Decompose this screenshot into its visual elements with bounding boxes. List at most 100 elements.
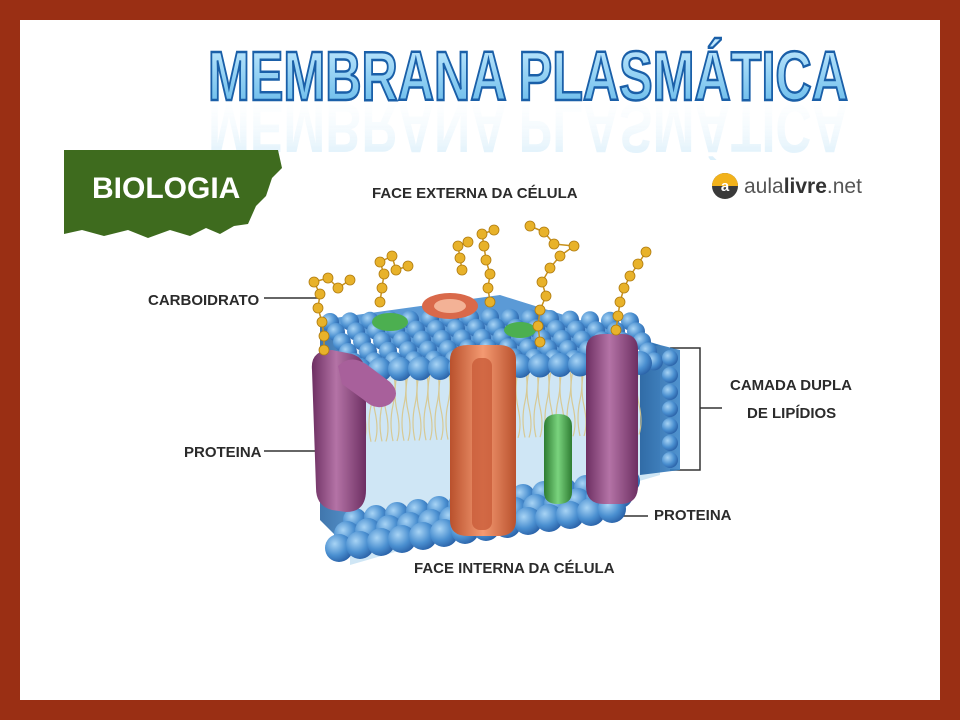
carbohydrate-bead	[454, 252, 466, 264]
lipid-tail	[581, 369, 587, 437]
carbohydrate-bead	[544, 262, 556, 274]
carbohydrate-bead	[462, 236, 474, 248]
carbohydrate-bead	[484, 296, 496, 308]
lipid-tail	[445, 367, 451, 440]
label-bilayer-line2: DE LIPÍDIOS	[747, 405, 836, 422]
carbohydrate-bead	[456, 264, 468, 276]
phospholipid-head	[428, 356, 452, 380]
phospholipid-head	[662, 350, 678, 366]
carbohydrate-bead	[610, 324, 622, 336]
carbohydrate-bead	[316, 316, 328, 328]
carbohydrate-bead	[480, 254, 492, 266]
brand-prefix: aula	[744, 175, 784, 198]
phospholipid-head	[556, 501, 584, 529]
phospholipid-head	[662, 384, 678, 400]
phospholipid-head	[662, 452, 678, 468]
title-reflection: MEMBRANA PLASMÁTICA	[208, 89, 848, 160]
lipid-tail	[416, 374, 422, 441]
slide-canvas: MEMBRANA PLASMÁTICA MEMBRANA PLASMÁTICA	[20, 20, 940, 700]
phospholipid-head	[325, 534, 353, 562]
carbohydrate-bead	[614, 296, 626, 308]
badge-label: BIOLOGIA	[92, 172, 240, 205]
carbohydrate-bead	[376, 282, 388, 294]
carbohydrate-bead	[524, 220, 536, 232]
brand-text: aulalivre.net	[744, 175, 862, 198]
carbohydrate-bead	[482, 282, 494, 294]
carbohydrate-bead	[390, 264, 402, 276]
phospholipid-head	[548, 353, 572, 377]
carbohydrate-bead	[374, 296, 386, 308]
lipid-tail	[526, 371, 532, 438]
carbohydrate-bead	[312, 302, 324, 314]
carbohydrate-bead	[308, 276, 320, 288]
carbohydrate-bead	[484, 268, 496, 280]
lipid-tail	[537, 371, 543, 438]
carbohydrate-bead	[314, 288, 326, 300]
label-external-face: FACE EXTERNA DA CÉLULA	[372, 185, 578, 202]
label-bilayer-line1: CAMADA DUPLA	[730, 377, 852, 394]
carbohydrate-bead	[344, 274, 356, 286]
brand-icon-letter: a	[721, 178, 730, 195]
lipid-tail	[423, 368, 429, 441]
label-protein-left: PROTEINA	[184, 444, 262, 461]
membrane-diagram: BIOLOGIA a aulalivre.net FACE EXTERNA DA…	[64, 150, 862, 577]
carbohydrate-bead	[534, 336, 546, 348]
phospholipid-head	[662, 435, 678, 451]
phospholipid-head	[577, 498, 605, 526]
carbohydrate-bead	[554, 250, 566, 262]
carbohydrate-bead	[532, 320, 544, 332]
carbohydrate-bead	[540, 290, 552, 302]
phospholipid-head	[388, 525, 416, 553]
phospholipid-head	[662, 418, 678, 434]
phospholipid-head	[528, 353, 552, 378]
carbohydrate-bead	[452, 240, 464, 252]
phospholipid-head	[662, 367, 678, 383]
carbohydrate-bead	[548, 238, 560, 250]
carbohydrate-bead	[478, 240, 490, 252]
title-area: MEMBRANA PLASMÁTICA MEMBRANA PLASMÁTICA	[207, 36, 850, 160]
carbohydrate-bead	[332, 282, 344, 294]
carbohydrate-bead	[318, 330, 330, 342]
phospholipid-head	[662, 401, 678, 417]
carbohydrate-bead	[322, 272, 334, 284]
carbohydrate-bead	[612, 310, 624, 322]
phospholipid-head	[535, 504, 563, 532]
phospholipid-heads-side	[662, 350, 678, 468]
protein-center-orange-channel	[422, 293, 516, 536]
phospholipid-head	[409, 522, 437, 550]
carbohydrate-bead	[538, 226, 550, 238]
label-internal-face: FACE INTERNA DA CÉLULA	[414, 560, 615, 577]
label-protein-right: PROTEINA	[654, 507, 732, 524]
protein-right-purple	[586, 334, 638, 504]
carbohydrate-bead	[374, 256, 386, 268]
phospholipid-head	[367, 528, 395, 556]
carbohydrate-bead	[624, 270, 636, 282]
carbohydrate-bead	[318, 344, 330, 356]
carbohydrate-bead	[618, 282, 630, 294]
phospholipid-head	[514, 507, 542, 535]
label-carbohydrate: CARBOIDRATO	[148, 292, 259, 309]
phospholipid-head	[346, 531, 374, 559]
carbohydrate-bead	[640, 246, 652, 258]
brand-suffix: .net	[827, 175, 862, 198]
brand-bold: livre	[784, 175, 827, 198]
protein-green-peripheral	[372, 313, 572, 504]
phospholipid-head	[388, 357, 412, 381]
carbohydrate-bead	[402, 260, 414, 272]
carbohydrate-bead	[568, 240, 580, 252]
lipid-tail	[427, 374, 433, 441]
carbohydrate-bead	[476, 228, 488, 240]
lipid-tail	[405, 374, 411, 441]
brand-logo: a aulalivre.net	[712, 173, 862, 199]
lipid-tail	[515, 371, 521, 438]
carbohydrate-bead	[378, 268, 390, 280]
carbohydrate-bead	[488, 224, 500, 236]
lipid-tail	[394, 374, 400, 442]
carbohydrate-bead	[534, 304, 546, 316]
carbohydrate-bead	[386, 250, 398, 262]
lipid-tail	[438, 373, 444, 441]
carbohydrate-bead	[536, 276, 548, 288]
lipid-tail	[570, 370, 576, 437]
page-title: MEMBRANA PLASMÁTICA	[208, 37, 848, 115]
